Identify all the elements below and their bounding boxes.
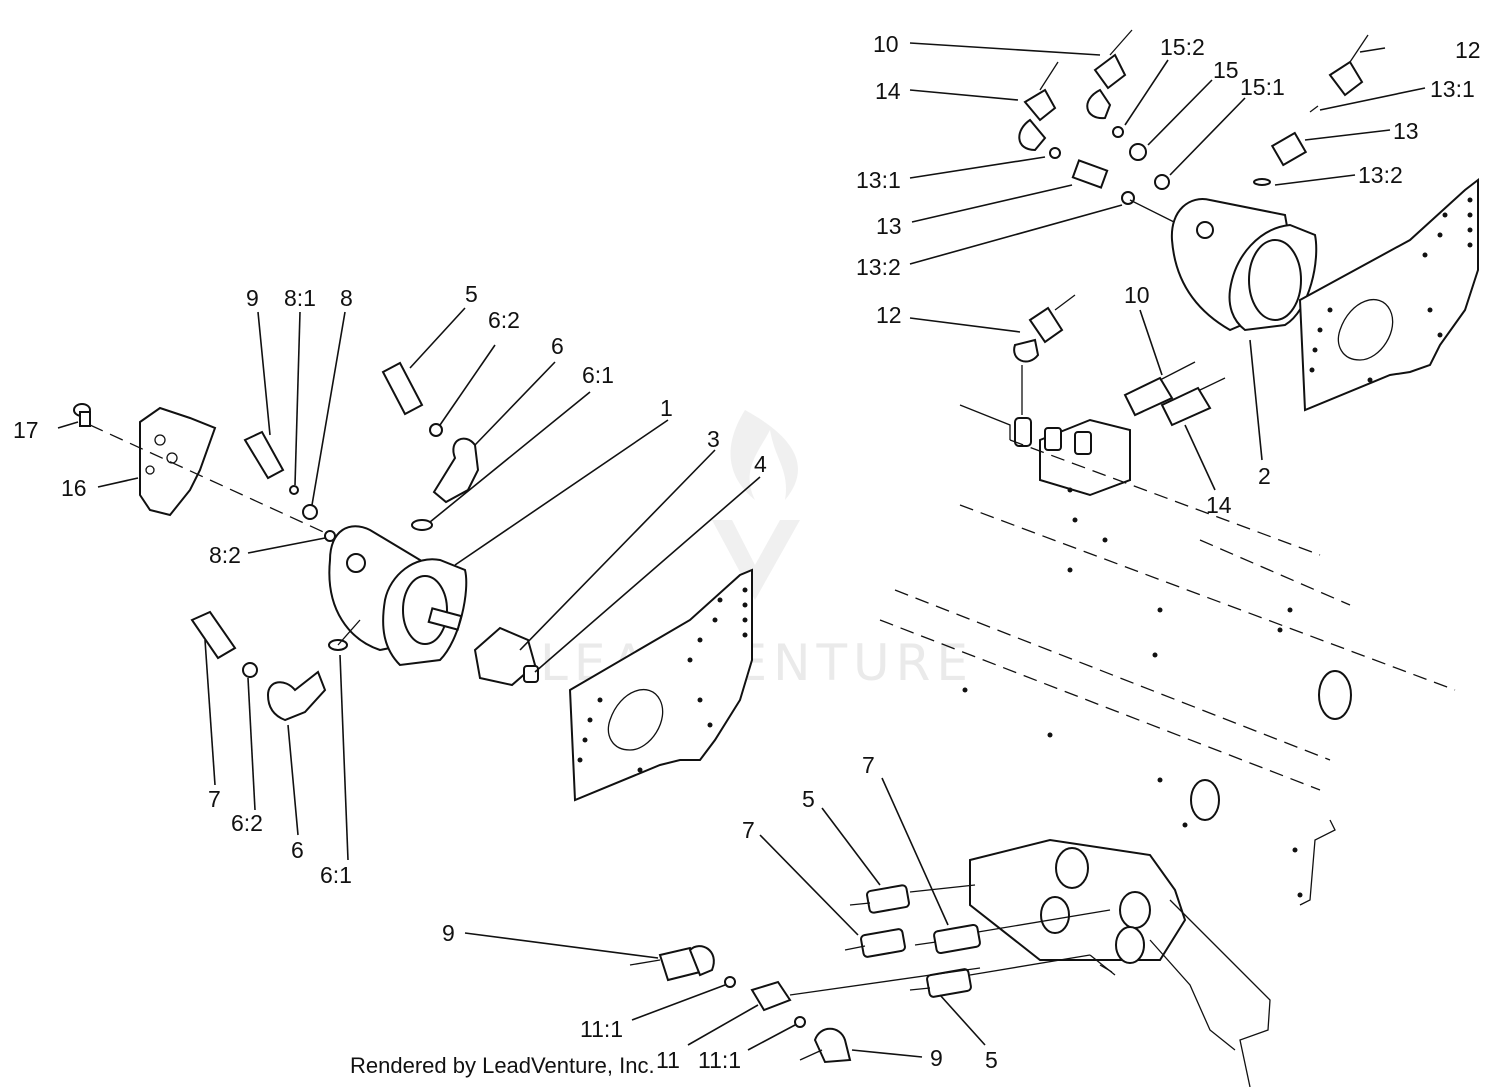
oring-6-2-top: [429, 423, 443, 437]
label-14-mid: 14: [1206, 492, 1232, 518]
label-8-1: 8:1: [284, 285, 316, 311]
fitting-8-part: [302, 504, 318, 520]
elbow-6-bot-part: [266, 670, 327, 722]
label-6-top: 6: [551, 333, 564, 359]
fitting-11-part: [750, 967, 981, 1012]
label-13-1-right: 13:1: [1430, 76, 1475, 102]
elbow-6-top-part: [432, 437, 480, 504]
callout-labels: 10 14 15:2 15 15:1 12 13:1 13 13:2 13:1 …: [13, 31, 1481, 1073]
label-11-1-a: 11:1: [580, 1016, 623, 1042]
bolt-17-part: [73, 403, 91, 427]
oring-11-1-a: [724, 976, 736, 988]
hose-10-mid-part: [1123, 361, 1196, 417]
frame-rail: [879, 404, 1456, 906]
mount-plate-right: [1298, 177, 1479, 412]
oring-8-1: [289, 485, 299, 495]
label-4: 4: [754, 451, 767, 477]
hose-10-top-part: [1086, 29, 1133, 120]
label-6-2-bot: 6:2: [231, 810, 263, 836]
bracket-16-part: [139, 406, 217, 517]
oring-15-2: [1112, 126, 1124, 138]
fitting-13-right-part: [1270, 131, 1308, 167]
leaders-bottom: [464, 777, 986, 1058]
label-11: 11: [656, 1047, 680, 1073]
label-13-1-left: 13:1: [856, 167, 901, 193]
hose-5-left-part: [381, 361, 424, 416]
elbow-9-b-part: [629, 945, 715, 982]
hose-9-upper-part: [243, 430, 285, 480]
label-10-top: 10: [873, 31, 899, 57]
label-16: 16: [61, 475, 87, 501]
label-2: 2: [1258, 463, 1271, 489]
coupler-3-part: [473, 626, 539, 687]
label-10-mid: 10: [1124, 282, 1150, 308]
label-9-b: 9: [442, 920, 455, 946]
label-7-left: 7: [208, 786, 221, 812]
hose-7-b1-part: [914, 909, 1111, 955]
oring-8-2: [324, 530, 336, 542]
label-11-1-b: 11:1: [698, 1047, 741, 1073]
oring-6-2-bot: [242, 662, 258, 678]
label-6-bot: 6: [291, 837, 304, 863]
label-15-1: 15:1: [1240, 74, 1285, 100]
oring-15-1: [1154, 174, 1170, 190]
label-3: 3: [707, 426, 720, 452]
leaders-right-top: [909, 42, 1426, 461]
oring-13-2-left: [1121, 191, 1135, 205]
hose-14-mid-part: [1160, 377, 1226, 427]
oring-13-2-right: [1253, 178, 1271, 186]
hose-5-b1-part: [849, 884, 976, 914]
hose-7-left-part: [190, 610, 237, 660]
oring-6-1-top: [411, 519, 433, 531]
label-7-b1: 7: [862, 752, 875, 778]
fitting-13-left-part: [1071, 159, 1109, 189]
label-13-2-right: 13:2: [1358, 162, 1403, 188]
label-13-right: 13: [1393, 118, 1419, 144]
hose-12-mid-part: [1013, 294, 1076, 415]
leaders-right-mid: [909, 309, 1216, 491]
elbow-9-br-part: [799, 1027, 852, 1064]
label-5-b1: 5: [802, 786, 815, 812]
hose-7-b2-part: [844, 928, 906, 958]
label-6-1-bot: 6:1: [320, 862, 352, 888]
label-9-br: 9: [930, 1045, 943, 1071]
hose-5-br-part: [909, 954, 1091, 998]
leaders-left: [57, 307, 761, 861]
oring-13-1-left: [1049, 147, 1061, 159]
fitting-15-part: [1129, 143, 1147, 161]
footer-credit: Rendered by LeadVenture, Inc.: [350, 1053, 655, 1078]
label-5-br: 5: [985, 1047, 998, 1073]
label-6-1-top: 6:1: [582, 362, 614, 388]
label-12-top: 12: [1455, 37, 1481, 63]
label-8-2: 8:2: [209, 542, 241, 568]
label-5-left: 5: [465, 281, 478, 307]
hose-14-top-part: [1018, 61, 1059, 152]
label-8: 8: [340, 285, 353, 311]
valve-block-part: [1014, 417, 1131, 497]
mount-plate-left: [568, 568, 753, 802]
motor-2-part: [1170, 198, 1318, 332]
label-1: 1: [660, 395, 673, 421]
label-17: 17: [13, 417, 39, 443]
label-13-left: 13: [876, 213, 902, 239]
label-14-top: 14: [875, 78, 901, 104]
label-12-mid: 12: [876, 302, 902, 328]
label-13-2-left: 13:2: [856, 254, 901, 280]
label-6-2-top: 6:2: [488, 307, 520, 333]
motor-1-part: [328, 525, 468, 667]
bottom-bracket-part: [969, 838, 1271, 1087]
label-15-2: 15:2: [1160, 34, 1205, 60]
hose-12-top-part: [1328, 34, 1369, 97]
label-7-b2: 7: [742, 817, 755, 843]
oring-11-1-b: [794, 1016, 806, 1028]
label-9-left: 9: [246, 285, 259, 311]
label-15: 15: [1213, 57, 1239, 83]
